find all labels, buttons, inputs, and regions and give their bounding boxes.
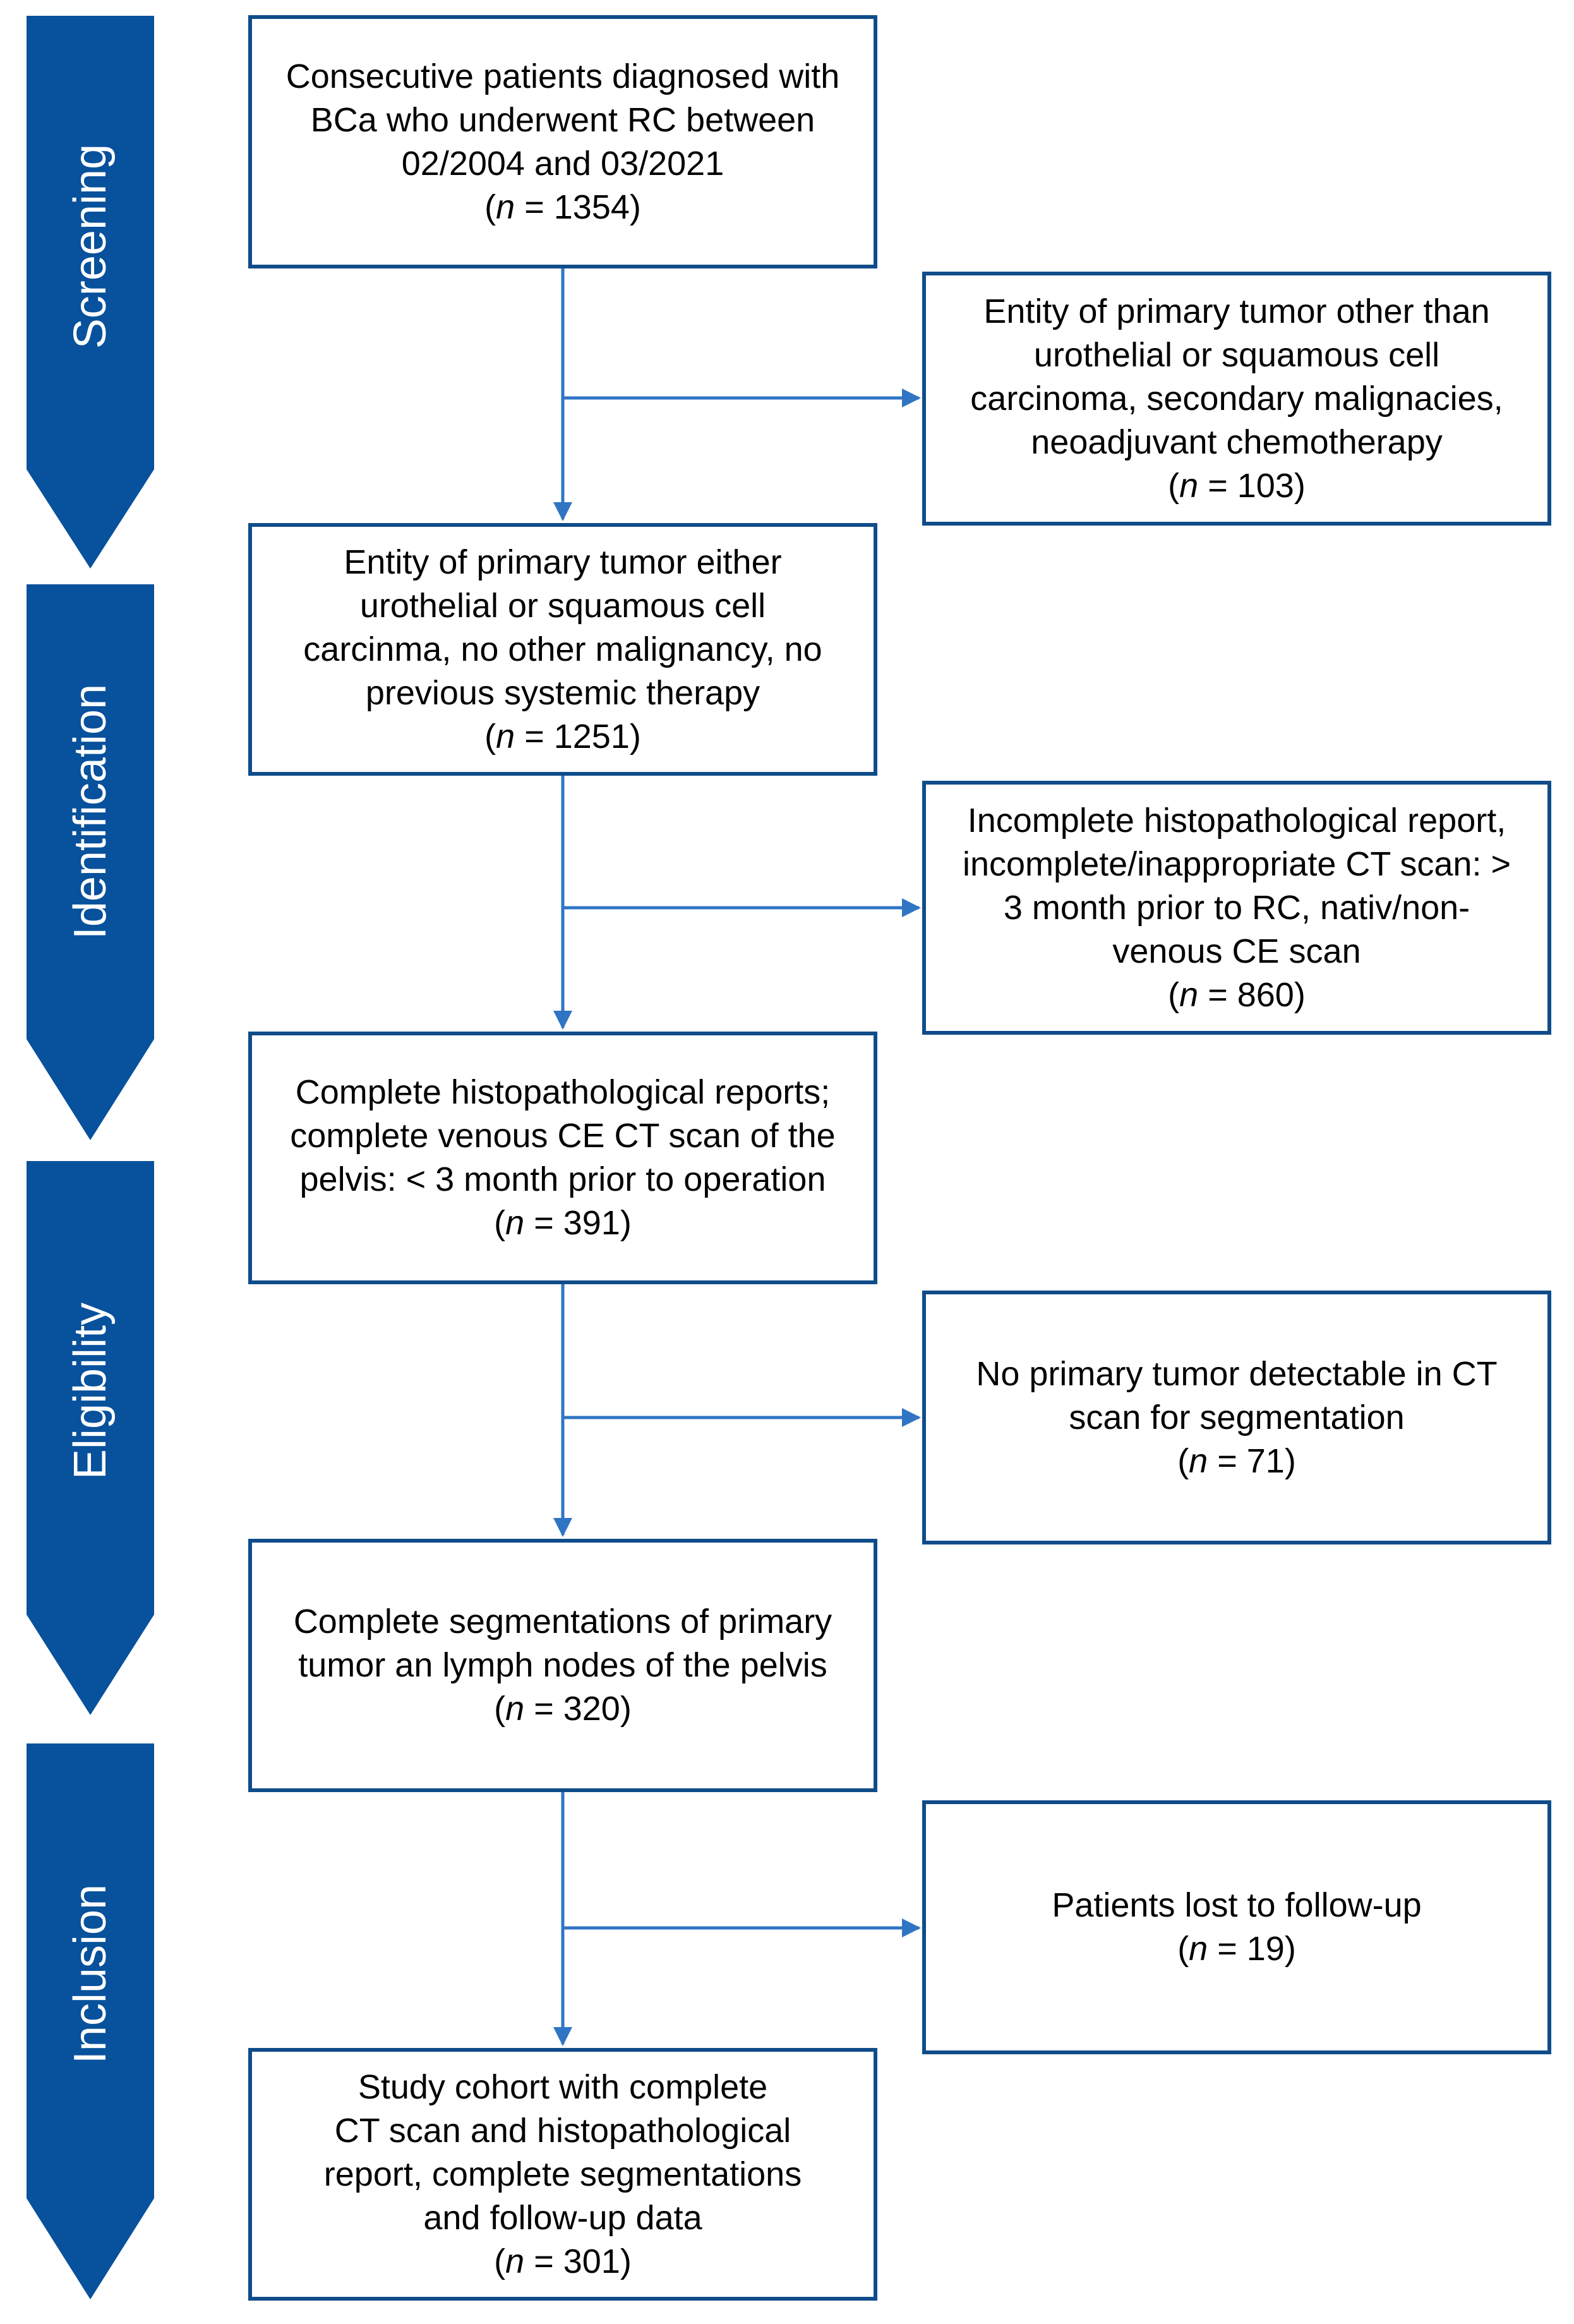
patient-count: (n = 301)	[494, 2242, 632, 2280]
main-box-text-line: complete venous CE CT scan of the	[290, 1117, 836, 1155]
exclusion-box-1: Entity of primary tumor other than uroth…	[922, 272, 1551, 526]
main-box-text-line: previous systemic therapy	[365, 673, 760, 712]
stage-chevron-inclusion	[27, 1743, 154, 2299]
main-box-text-line: tumor an lymph nodes of the pelvis	[298, 1646, 827, 1684]
patient-count: (n = 1251)	[484, 717, 641, 756]
exclusion-box-4: Patients lost to follow-up (n = 19)	[922, 1800, 1551, 2054]
exclusion-box-text-line: urothelial or squamous cell	[1033, 335, 1440, 374]
main-box-text-line: carcinma, no other malignancy, no	[303, 630, 822, 668]
patient-count: (n = 391)	[494, 1204, 632, 1242]
exclusion-box-text-line: Patients lost to follow-up	[1052, 1886, 1422, 1924]
main-box-text-line: Complete histopathological reports;	[295, 1073, 831, 1111]
exclusion-box-text-line: incomplete/inappropriate CT scan: >	[963, 845, 1511, 883]
stage-chevron-eligibility	[27, 1161, 154, 1715]
exclusion-box-text-line: carcinoma, secondary malignacies,	[970, 379, 1503, 418]
main-box-text-line: BCa who underwent RC between	[310, 100, 815, 139]
stage-label-eligibility: Eligibility	[65, 1302, 116, 1480]
exclusion-box-text-line: scan for segmentation	[1069, 1398, 1405, 1436]
exclusion-box-2: Incomplete histopathological report, inc…	[922, 781, 1551, 1035]
main-box-identification: Entity of primary tumor either urothelia…	[248, 523, 877, 776]
exclusion-box-text-line: venous CE scan	[1112, 932, 1361, 970]
main-box-screening: Consecutive patients diagnosed with BCa …	[248, 15, 877, 268]
stage-chevron-screening	[27, 16, 154, 569]
exclusion-box-text-line: neoadjuvant chemotherapy	[1031, 423, 1443, 461]
main-box-text-line: Consecutive patients diagnosed with	[285, 57, 840, 95]
exclusion-box-text-line: 3 month prior to RC, nativ/non-	[1003, 888, 1470, 927]
exclusion-box-3: No primary tumor detectable in CT scan f…	[922, 1291, 1551, 1544]
patient-count: (n = 320)	[494, 1690, 632, 1728]
stage-label-identification: Identification	[65, 683, 116, 940]
main-box-text-line: and follow-up data	[423, 2198, 702, 2237]
excluded-count: (n = 860)	[1168, 975, 1306, 1014]
main-box-text-line: CT scan and histopathological	[334, 2111, 791, 2150]
main-box-study-cohort: Study cohort with complete CT scan and h…	[248, 2048, 877, 2301]
main-box-text-line: pelvis: < 3 month prior to operation	[299, 1160, 826, 1198]
main-box-segmentation: Complete segmentations of primary tumor …	[248, 1539, 877, 1792]
main-box-text-line: 02/2004 and 03/2021	[401, 144, 724, 183]
stage-chevron-identification	[27, 584, 154, 1140]
excluded-count: (n = 71)	[1177, 1442, 1296, 1480]
exclusion-box-text-line: No primary tumor detectable in CT	[976, 1354, 1498, 1393]
stage-label-inclusion: Inclusion	[65, 1884, 116, 2064]
main-box-text-line: report, complete segmentations	[323, 2155, 802, 2193]
excluded-count: (n = 19)	[1177, 1930, 1296, 1968]
main-box-eligibility: Complete histopathological reports; comp…	[248, 1032, 877, 1284]
main-box-text-line: Complete segmentations of primary	[293, 1603, 832, 1641]
excluded-count: (n = 103)	[1168, 466, 1306, 505]
main-box-text-line: Study cohort with complete	[357, 2068, 768, 2106]
main-box-text-line: Entity of primary tumor either	[344, 543, 782, 581]
main-box-text-line: urothelial or squamous cell	[359, 586, 766, 625]
patient-count: (n = 1354)	[484, 188, 641, 226]
exclusion-box-text-line: Incomplete histopathological report,	[967, 801, 1506, 840]
exclusion-box-text-line: Entity of primary tumor other than	[983, 292, 1490, 330]
stage-label-screening: Screening	[65, 143, 116, 349]
